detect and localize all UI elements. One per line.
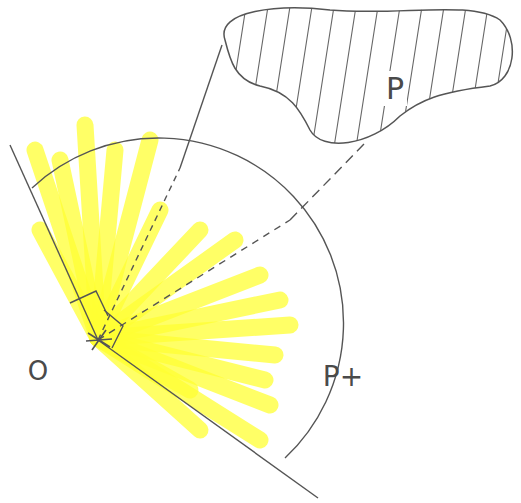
region-blob: P [205, 0, 517, 158]
blob-outline [205, 0, 517, 158]
right-angle-mark [70, 291, 108, 316]
region-name: P [383, 71, 407, 106]
origin-asterisk [86, 330, 112, 350]
highlight-rays [35, 125, 290, 440]
arc [32, 138, 344, 458]
origin-label: O [28, 356, 48, 386]
right-angle-mark [104, 310, 123, 348]
cone-label: P+ [323, 360, 363, 393]
cone-lines [10, 45, 366, 498]
